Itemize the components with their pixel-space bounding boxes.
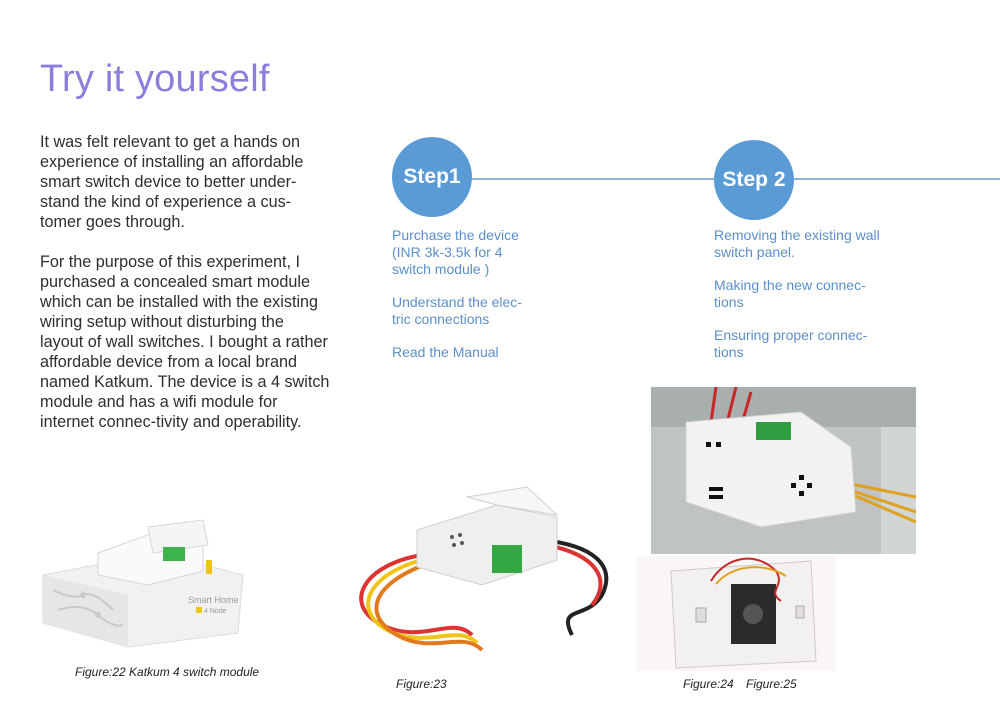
figure-25-caption: Figure:25 <box>746 677 797 691</box>
figure-23-image <box>359 486 609 652</box>
intro-paragraph-1: It was felt relevant to get a hands on e… <box>40 132 330 232</box>
step-2-item: Making the new connec-tions <box>714 277 866 310</box>
step-1-badge: Step1 <box>392 137 472 217</box>
figure-22-box-text: Smart Home <box>188 595 239 605</box>
figure-22-box-subtext: 4 Node <box>204 608 227 615</box>
figure-22-image: Smart Home 4 Node <box>42 519 244 648</box>
step-2-list: Removing the existing wall switch panel.… <box>714 227 889 377</box>
step-1-list: Purchase the device (INR 3k-3.5k for 4 s… <box>392 227 532 377</box>
step-1-item: Understand the elec-tric connections <box>392 294 522 327</box>
figure-22-caption: Figure:22 Katkum 4 switch module <box>75 665 260 679</box>
step-1-item: Purchase the device (INR 3k-3.5k for 4 s… <box>392 227 519 277</box>
intro-paragraph-2-text: For the purpose of this experiment, I pu… <box>40 253 330 431</box>
step-2-item: Removing the existing wall switch panel. <box>714 227 880 260</box>
intro-paragraph-1-text: It was felt relevant to get a hands on e… <box>40 133 304 231</box>
intro-paragraph-2: For the purpose of this experiment, I pu… <box>40 252 330 432</box>
step-1-item: Read the Manual <box>392 344 499 360</box>
step-2-item: Ensuring proper connec-tions <box>714 327 868 360</box>
figure-23-caption: Figure:23 <box>396 677 447 691</box>
page-title: Try it yourself <box>40 58 270 100</box>
figure-24-caption: Figure:24 <box>683 677 734 691</box>
figure-25-image <box>636 556 836 671</box>
step-2-badge: Step 2 <box>714 140 794 220</box>
figure-24-image <box>651 387 916 554</box>
